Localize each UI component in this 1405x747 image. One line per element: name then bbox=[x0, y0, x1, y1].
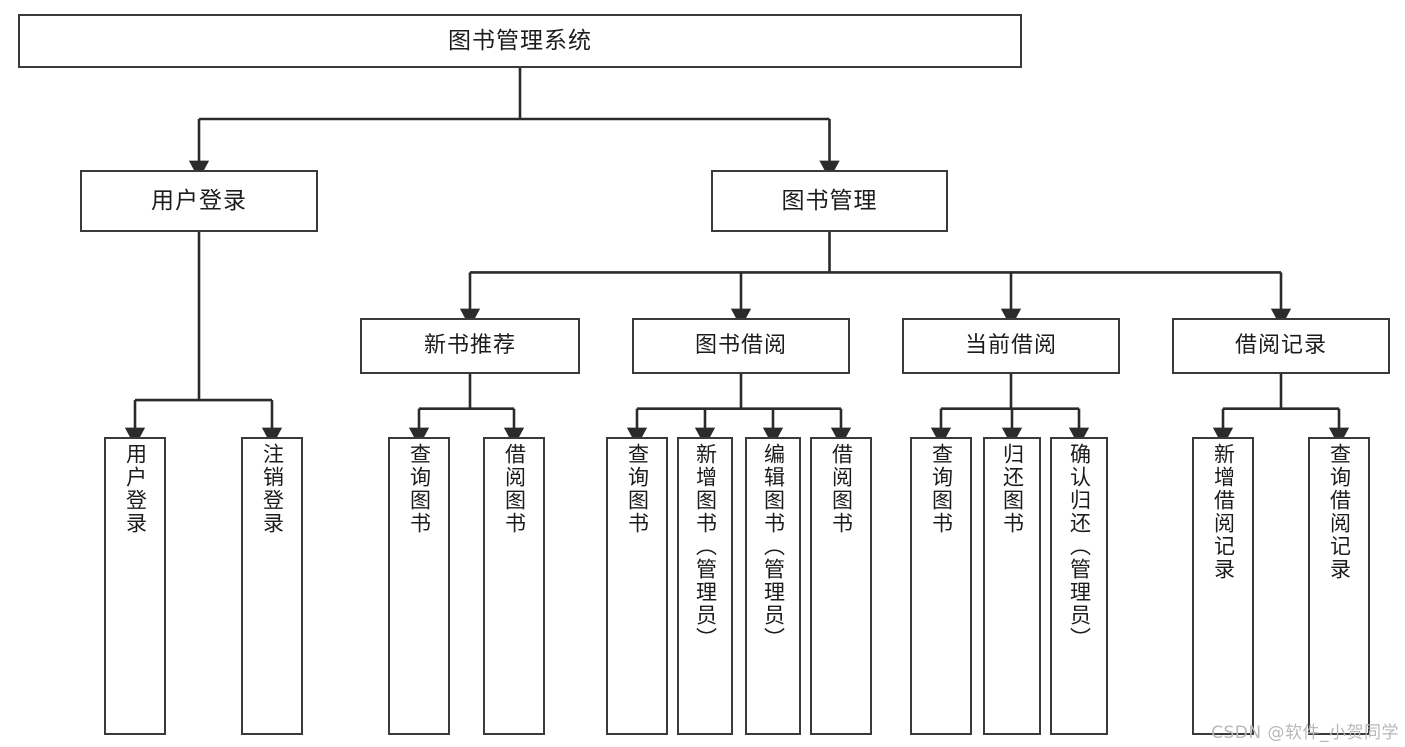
node-new-book-recommend[interactable]: 新书推荐 bbox=[360, 318, 580, 374]
node-leaf-logout[interactable]: 注销登录 bbox=[241, 437, 303, 735]
edge-bus-borrow-record bbox=[1223, 374, 1339, 410]
node-leaf-query-book-2-label: 查询图书 bbox=[625, 443, 650, 535]
edge-bus-user-login bbox=[135, 232, 272, 402]
node-leaf-borrow-book-2-label: 借阅图书 bbox=[829, 443, 854, 535]
node-leaf-query-book-3[interactable]: 查询图书 bbox=[910, 437, 972, 735]
node-new-book-recommend-label: 新书推荐 bbox=[423, 333, 516, 359]
node-leaf-query-book-3-label: 查询图书 bbox=[929, 443, 954, 535]
connector-edges bbox=[124, 68, 1350, 447]
node-leaf-user-login-label: 用户登录 bbox=[123, 443, 148, 535]
node-borrow-record[interactable]: 借阅记录 bbox=[1172, 318, 1390, 374]
node-leaf-add-record-label: 新增借阅记录 bbox=[1211, 443, 1236, 581]
node-leaf-add-book-label: 新增图书（管理员） bbox=[693, 443, 718, 650]
node-root[interactable]: 图书管理系统 bbox=[18, 14, 1022, 68]
node-book-manage[interactable]: 图书管理 bbox=[711, 170, 948, 232]
node-leaf-edit-book-label: 编辑图书（管理员） bbox=[761, 443, 786, 650]
csdn-watermark: CSDN @软件_小贺同学 bbox=[1211, 723, 1399, 743]
node-leaf-edit-book[interactable]: 编辑图书（管理员） bbox=[745, 437, 801, 735]
node-book-borrow-label: 图书借阅 bbox=[694, 333, 787, 359]
node-book-manage-label: 图书管理 bbox=[781, 187, 878, 214]
node-leaf-query-book-1[interactable]: 查询图书 bbox=[388, 437, 450, 735]
node-leaf-query-record-label: 查询借阅记录 bbox=[1327, 443, 1352, 581]
node-leaf-query-record[interactable]: 查询借阅记录 bbox=[1308, 437, 1370, 735]
edge-bus-book-borrow bbox=[637, 374, 841, 410]
node-user-login[interactable]: 用户登录 bbox=[80, 170, 318, 232]
node-leaf-add-record[interactable]: 新增借阅记录 bbox=[1192, 437, 1254, 735]
edge-bus-new-book-recommend bbox=[419, 374, 514, 410]
node-leaf-add-book[interactable]: 新增图书（管理员） bbox=[677, 437, 733, 735]
node-user-login-label: 用户登录 bbox=[151, 187, 247, 214]
node-leaf-query-book-2[interactable]: 查询图书 bbox=[606, 437, 668, 735]
node-leaf-query-book-1-label: 查询图书 bbox=[407, 443, 432, 535]
node-leaf-return-book-label: 归还图书 bbox=[1000, 443, 1025, 535]
node-leaf-return-book[interactable]: 归还图书 bbox=[983, 437, 1041, 735]
node-borrow-record-label: 借阅记录 bbox=[1234, 333, 1327, 359]
edge-bus-root bbox=[199, 68, 830, 121]
node-leaf-borrow-book-1-label: 借阅图书 bbox=[502, 443, 527, 535]
node-book-borrow[interactable]: 图书借阅 bbox=[632, 318, 850, 374]
node-leaf-user-login[interactable]: 用户登录 bbox=[104, 437, 166, 735]
node-leaf-borrow-book-1[interactable]: 借阅图书 bbox=[483, 437, 545, 735]
edge-bus-current-borrow bbox=[941, 374, 1079, 410]
node-current-borrow-label: 当前借阅 bbox=[964, 333, 1057, 359]
node-leaf-confirm-return-label: 确认归还（管理员） bbox=[1067, 443, 1092, 650]
edge-bus-book-manage bbox=[470, 232, 1281, 274]
node-leaf-borrow-book-2[interactable]: 借阅图书 bbox=[810, 437, 872, 735]
node-root-label: 图书管理系统 bbox=[448, 27, 592, 54]
node-current-borrow[interactable]: 当前借阅 bbox=[902, 318, 1120, 374]
node-leaf-logout-label: 注销登录 bbox=[260, 443, 285, 535]
node-leaf-confirm-return[interactable]: 确认归还（管理员） bbox=[1050, 437, 1108, 735]
